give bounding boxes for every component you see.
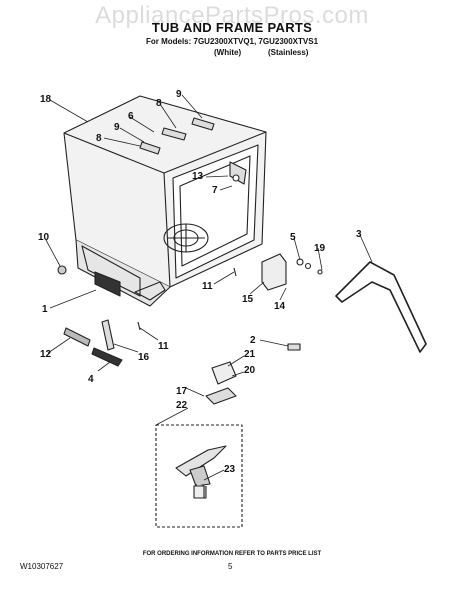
callout-12: 12: [40, 349, 52, 360]
callout-14: 14: [274, 301, 286, 312]
callout-11-left: 11: [158, 341, 169, 352]
callout-17: 17: [176, 386, 188, 397]
pad-drawing: [91, 347, 123, 367]
callout-9-mid: 9: [114, 122, 120, 133]
ordering-note: FOR ORDERING INFORMATION REFER TO PARTS …: [142, 551, 322, 557]
callout-2: 2: [250, 335, 256, 346]
callout-22: 22: [176, 400, 188, 411]
callout-1: 1: [42, 304, 48, 315]
detail-box: [155, 424, 243, 528]
variant-stainless: (Stainless): [268, 48, 309, 57]
callout-8-mid: 8: [96, 133, 102, 144]
callout-21: 21: [244, 349, 256, 360]
models-line: For Models: 7GU2300XTVQ1, 7GU2300XTVS1: [145, 37, 319, 46]
hinge-bracket-drawing: [261, 253, 287, 291]
spring-drawing: [63, 327, 91, 347]
callout-18: 18: [40, 94, 52, 105]
document-number: W10307627: [20, 562, 64, 571]
callout-15: 15: [242, 294, 254, 305]
variant-white: (White): [214, 48, 242, 57]
callout-labels: 18 9 8 6 9 8 13 7 10 5 19 3 11 15 14 1 2…: [38, 89, 362, 475]
strip-drawing: [101, 319, 115, 351]
callout-11-right: 11: [202, 281, 213, 292]
callout-16: 16: [138, 352, 150, 363]
callout-8-top: 8: [156, 98, 162, 109]
tub-frame-drawing: [63, 95, 267, 307]
callout-10: 10: [38, 232, 50, 243]
watermark: AppliancePartsPros.com: [95, 2, 369, 29]
callout-4: 4: [88, 374, 94, 385]
callout-5: 5: [290, 232, 296, 243]
door-gasket-drawing: [335, 261, 427, 353]
leader-lines: [45, 94, 373, 481]
callout-23: 23: [224, 464, 236, 475]
callout-6: 6: [128, 111, 134, 122]
callout-7: 7: [212, 185, 218, 196]
callout-9-top: 9: [176, 89, 182, 100]
page-title: TUB AND FRAME PARTS: [151, 20, 313, 35]
callout-13: 13: [192, 171, 204, 182]
callout-20: 20: [244, 365, 256, 376]
page-number: 5: [228, 562, 233, 571]
clip-drawing: [211, 361, 237, 385]
nut-drawing: [57, 265, 67, 275]
screw-drawing: [287, 343, 301, 351]
callout-19: 19: [314, 243, 326, 254]
callout-3: 3: [356, 229, 362, 240]
